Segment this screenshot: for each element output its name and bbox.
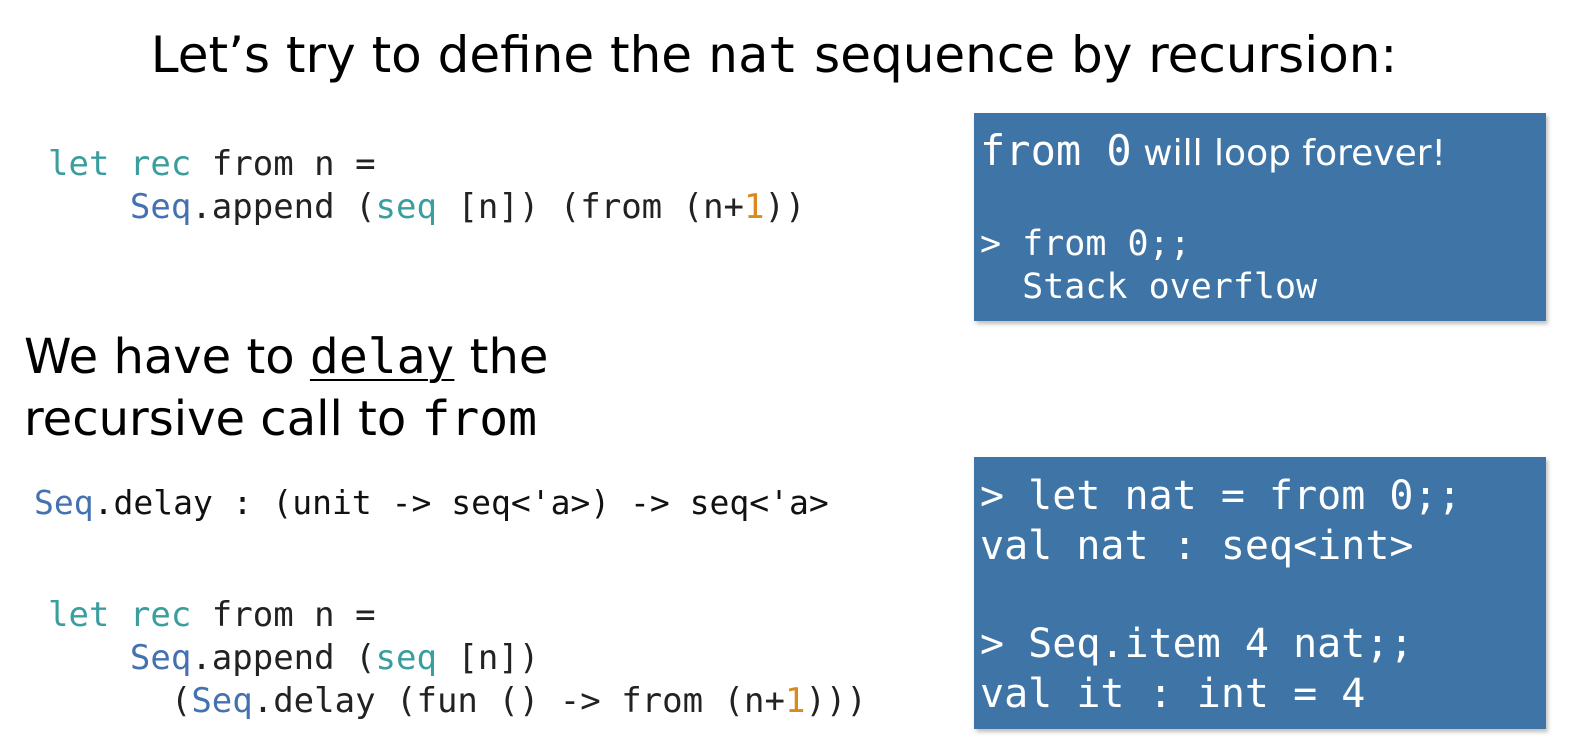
heading-text: We have to [24,329,310,385]
module-seq: Seq [34,483,94,522]
module-seq: Seq [191,681,253,721]
number-literal: 1 [744,187,765,227]
repl-output: val nat : seq<int> [980,523,1414,569]
callout-text: will loop forever! [1131,133,1446,174]
heading-text: the [454,329,549,385]
title-prefix: Let’s try to define the [150,26,708,84]
keyword-seq: seq [375,638,437,678]
code-text: ( [170,681,192,721]
code-text: )) [764,187,806,227]
repl-session-box: > let nat = from 0;; val nat : seq<int> … [974,457,1546,729]
code-text: [n]) [436,638,540,678]
code-text: [n]) (from (n+ [436,187,745,227]
heading-code: from [421,391,538,447]
callout-heading: from 0 will loop forever! [980,125,1446,180]
callout-loop-forever: from 0 will loop forever! > from 0;; Sta… [974,113,1546,321]
repl-input: > Seq.item 4 nat;; [980,621,1414,667]
code-text: .append ( [191,638,376,678]
heading-line-1: We have to delay the [24,326,548,388]
delay-signature: Seq.delay : (unit -> seq<'a>) -> seq<'a> [34,481,829,524]
keyword-seq: seq [375,187,437,227]
title-code: nat [707,26,799,84]
code-text: ))) [805,681,867,721]
repl-input: > let nat = from 0;; [980,473,1462,519]
repl-output: Stack overflow [980,267,1318,307]
code-line: let rec from n = [48,594,867,637]
keyword-rec: rec [129,144,192,184]
code-text: from n = [191,144,376,184]
code-line: let rec from n = [48,143,805,186]
module-seq: Seq [129,187,192,227]
code-text: .delay (fun () -> from (n+ [252,681,785,721]
module-seq: Seq [129,638,192,678]
heading-underlined-delay: delay [309,329,455,385]
code-line: (Seq.delay (fun () -> from (n+1))) [48,680,867,723]
repl-output: val it : int = 4 [980,671,1366,717]
code-text: .append ( [191,187,376,227]
heading-line-2: recursive call to from [24,388,548,450]
callout-code: from 0 [980,126,1132,175]
signature-text: .delay : (unit -> seq<'a>) -> seq<'a> [93,483,829,522]
keyword-rec: rec [129,595,192,635]
keyword-let: let [48,595,110,635]
code-line: Seq.append (seq [n]) [48,637,867,680]
code-text: from n = [191,595,376,635]
title-suffix: sequence by recursion: [798,26,1398,84]
keyword-let: let [48,144,110,184]
code-line: Seq.append (seq [n]) (from (n+1)) [48,186,806,229]
repl-input: > from 0;; [980,224,1191,264]
code-block-delayed: let rec from n = Seq.append (seq [n]) (S… [48,594,867,723]
slide-title: Let’s try to define the nat sequence by … [0,24,1548,86]
code-block-naive: let rec from n = Seq.append (seq [n]) (f… [48,143,805,229]
number-literal: 1 [784,681,806,721]
heading-text: recursive call to [24,391,422,447]
